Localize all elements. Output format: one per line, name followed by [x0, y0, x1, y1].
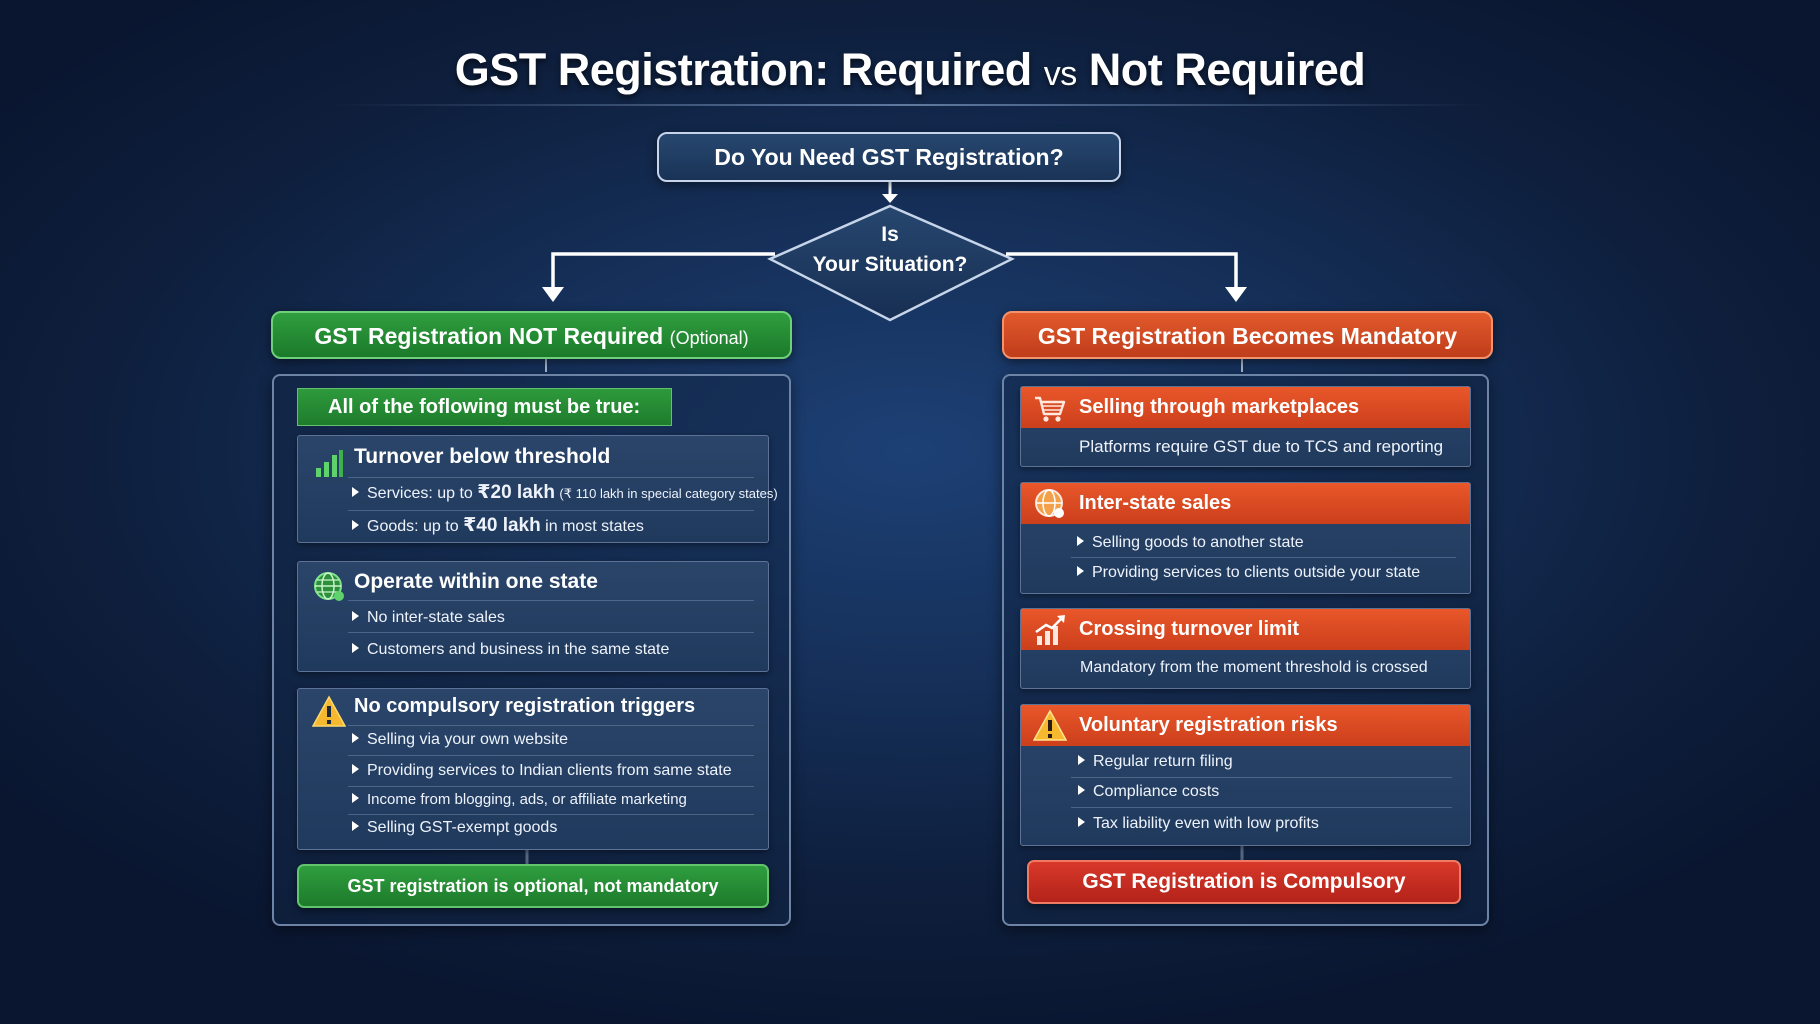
voluntary-risks-card: Voluntary registration risks Regular ret… [1020, 704, 1471, 846]
decision-diamond [767, 204, 1015, 322]
card-title: Turnover below threshold [354, 445, 611, 468]
page-title: GST Registration: Required vs Not Requir… [454, 44, 1366, 95]
marketplace-card: Selling through marketplaces Platforms r… [1020, 386, 1471, 467]
title-divider [330, 104, 1490, 106]
list-item: Selling goods to another state [1077, 534, 1304, 552]
card-title: Selling through marketplaces [1079, 396, 1360, 418]
globe-icon [314, 572, 344, 601]
compulsory-result: GST Registration is Compulsory [1027, 860, 1461, 904]
list-item: Services: up to ₹20 lakh (₹ 110 lakh in … [352, 481, 778, 504]
card-title: Crossing turnover limit [1079, 618, 1300, 640]
card-title: No compulsory registration triggers [354, 695, 696, 717]
list-item: Tax liability even with low profits [1078, 815, 1319, 833]
turnover-card: Turnover below threshold Services: up to… [297, 435, 778, 543]
rising-chart-icon [1035, 615, 1065, 645]
shopping-cart-icon [1035, 396, 1066, 422]
list-item: Customers and business in the same state [352, 641, 669, 659]
not-required-header: GST Registration NOT Required (Optional) [271, 311, 792, 359]
list-item: Goods: up to ₹40 lakh in most states [352, 514, 644, 537]
decision-label: Is Your Situation? [812, 223, 968, 276]
list-item: Providing services to clients outside yo… [1077, 564, 1420, 582]
card-title: Inter-state sales [1079, 492, 1232, 514]
globe-icon [1035, 489, 1064, 518]
list-item: Compliance costs [1078, 783, 1219, 801]
warning-icon [312, 695, 346, 727]
list-item: Selling GST-exempt goods [352, 819, 557, 837]
list-item: Selling via your own website [352, 731, 568, 749]
card-title: Operate within one state [354, 570, 598, 593]
list-item: Providing services to Indian clients fro… [352, 762, 732, 780]
list-item: No inter-state sales [352, 609, 505, 627]
card-title: Voluntary registration risks [1079, 714, 1338, 736]
card-description: Platforms require GST due to TCS and rep… [1079, 437, 1444, 456]
list-item: Income from blogging, ads, or affiliate … [352, 791, 687, 808]
card-description: Mandatory from the moment threshold is c… [1080, 659, 1428, 676]
question-box: Do You Need GST Registration? [657, 132, 1121, 182]
bar-chart-icon [316, 450, 343, 477]
optional-result: GST registration is optional, not mandat… [297, 864, 769, 908]
turnover-limit-card: Crossing turnover limit Mandatory from t… [1020, 608, 1471, 689]
conditions-label: All of the foflowing must be true: [297, 388, 672, 426]
list-item: Regular return filing [1078, 753, 1233, 771]
no-triggers-card: No compulsory registration triggers Sell… [297, 688, 769, 850]
inter-state-card: Inter-state sales Selling goods to anoth… [1020, 482, 1471, 594]
warning-icon [1033, 709, 1067, 741]
mandatory-header: GST Registration Becomes Mandatory [1002, 311, 1493, 359]
single-state-card: Operate within one state No inter-state … [297, 561, 769, 672]
